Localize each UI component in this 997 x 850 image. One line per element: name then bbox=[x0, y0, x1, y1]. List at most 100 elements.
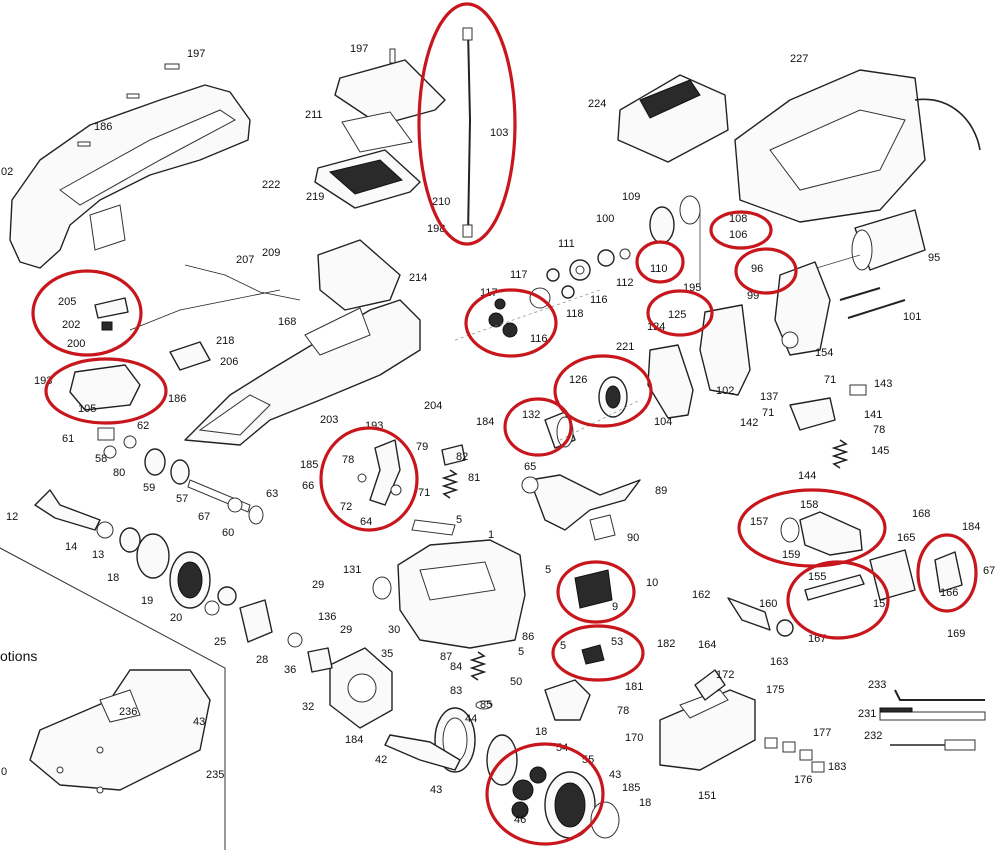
highlight-103 bbox=[417, 2, 517, 246]
callout-label: 5 bbox=[518, 646, 524, 658]
callout-label: 64 bbox=[360, 516, 372, 528]
callout-label: 58 bbox=[95, 453, 107, 465]
lever-78 bbox=[357, 439, 402, 506]
cable-103 bbox=[467, 29, 472, 236]
spring-145 bbox=[831, 439, 849, 469]
callout-label: 53 bbox=[611, 636, 623, 648]
hex-key-233 bbox=[894, 689, 985, 701]
pcb-214 bbox=[317, 239, 401, 311]
callout-label: 183 bbox=[828, 761, 846, 773]
callout-label: 136 bbox=[318, 611, 336, 623]
callout-label: 106 bbox=[729, 229, 747, 241]
callout-label: 231 bbox=[858, 708, 876, 720]
bearing-train bbox=[97, 427, 264, 525]
callout-label: 185 bbox=[300, 459, 318, 471]
callout-label: 141 bbox=[864, 409, 882, 421]
callout-label: 210 bbox=[432, 196, 450, 208]
callout-label: 46 bbox=[514, 814, 526, 826]
callout-label: 159 bbox=[782, 549, 800, 561]
callout-label: 132 bbox=[522, 409, 540, 421]
callout-label: 61 bbox=[62, 433, 74, 445]
highlight-9 bbox=[556, 560, 636, 624]
clamp-158 bbox=[799, 511, 863, 556]
callout-label: 232 bbox=[864, 730, 882, 742]
callout-label: 176 bbox=[794, 774, 812, 786]
callout-label: 160 bbox=[759, 598, 777, 610]
callout-label: 29 bbox=[312, 579, 324, 591]
highlight-78 bbox=[319, 426, 419, 532]
callout-label: 28 bbox=[256, 654, 268, 666]
highlight-53 bbox=[551, 624, 645, 682]
callout-label: 13 bbox=[92, 549, 104, 561]
callout-label: 71 bbox=[824, 374, 836, 386]
callout-label: 181 bbox=[625, 681, 643, 693]
callout-label: 104 bbox=[654, 416, 672, 428]
housing-foot bbox=[89, 204, 126, 251]
callout-label: 96 bbox=[751, 263, 763, 275]
callout-label: 101 bbox=[903, 311, 921, 323]
switch-105 bbox=[69, 364, 141, 411]
highlight-155 bbox=[786, 560, 890, 640]
callout-label: 30 bbox=[388, 624, 400, 636]
callout-label: 36 bbox=[284, 664, 296, 676]
highlight-46 bbox=[485, 742, 605, 846]
callout-label: 170 bbox=[625, 732, 643, 744]
callout-label: 164 bbox=[698, 639, 716, 651]
bracket-50 bbox=[544, 679, 591, 721]
callout-label: 168 bbox=[912, 508, 930, 520]
callout-label: 168 bbox=[278, 316, 296, 328]
options-box bbox=[0, 547, 226, 850]
comb-9 bbox=[574, 569, 613, 609]
callout-label: 209 bbox=[262, 247, 280, 259]
callout-label: 109 bbox=[622, 191, 640, 203]
callout-label: 78 bbox=[342, 454, 354, 466]
callout-label: 118 bbox=[566, 308, 584, 320]
callout-label: 25 bbox=[214, 636, 226, 648]
screw-197 bbox=[77, 48, 396, 147]
callout-label: 43 bbox=[609, 769, 621, 781]
callout-label: 90 bbox=[627, 532, 639, 544]
callout-label: 166 bbox=[940, 587, 958, 599]
callout-label: 5 bbox=[545, 564, 551, 576]
highlight-rings bbox=[31, 2, 978, 846]
callout-label: 197 bbox=[350, 43, 368, 55]
callout-label: 95 bbox=[928, 252, 940, 264]
housing-221 bbox=[647, 344, 694, 419]
callout-label: 66 bbox=[302, 480, 314, 492]
callout-label: 158 bbox=[800, 499, 818, 511]
callout-label: 207 bbox=[236, 254, 254, 266]
callout-label: 205 bbox=[58, 296, 76, 308]
callout-label: 116 bbox=[590, 294, 608, 306]
bushing-36 bbox=[307, 647, 333, 673]
bracket-137 bbox=[789, 397, 836, 431]
callout-label: 78 bbox=[617, 705, 629, 717]
callout-label: 125 bbox=[668, 309, 686, 321]
clamp-218 bbox=[169, 341, 211, 371]
highlight-205 bbox=[31, 269, 143, 357]
callout-label: 185 bbox=[622, 782, 640, 794]
callout-label: 100 bbox=[596, 213, 614, 225]
callout-label: 29 bbox=[340, 624, 352, 636]
gear-set-116 bbox=[488, 298, 518, 338]
callout-label: 184 bbox=[345, 734, 363, 746]
highlight-132 bbox=[503, 397, 573, 457]
callout-label: 222 bbox=[262, 179, 280, 191]
callout-label: 197 bbox=[187, 48, 205, 60]
callout-label: 145 bbox=[871, 445, 889, 457]
callout-label: 72 bbox=[340, 501, 352, 513]
callout-label: 9 bbox=[612, 601, 618, 613]
callout-label: 63 bbox=[266, 488, 278, 500]
callout-label: 102 bbox=[716, 385, 734, 397]
callout-label: 105 bbox=[78, 403, 96, 415]
callout-label: 42 bbox=[375, 754, 387, 766]
cover-211 bbox=[334, 59, 446, 126]
callout-label: 165 bbox=[897, 532, 915, 544]
terminals-177 bbox=[764, 737, 825, 773]
shaft-155 bbox=[804, 574, 865, 601]
callout-label: 10 bbox=[646, 577, 658, 589]
callout-label: 224 bbox=[588, 98, 606, 110]
callout-label: 87 bbox=[440, 651, 452, 663]
callout-label: 219 bbox=[306, 191, 324, 203]
